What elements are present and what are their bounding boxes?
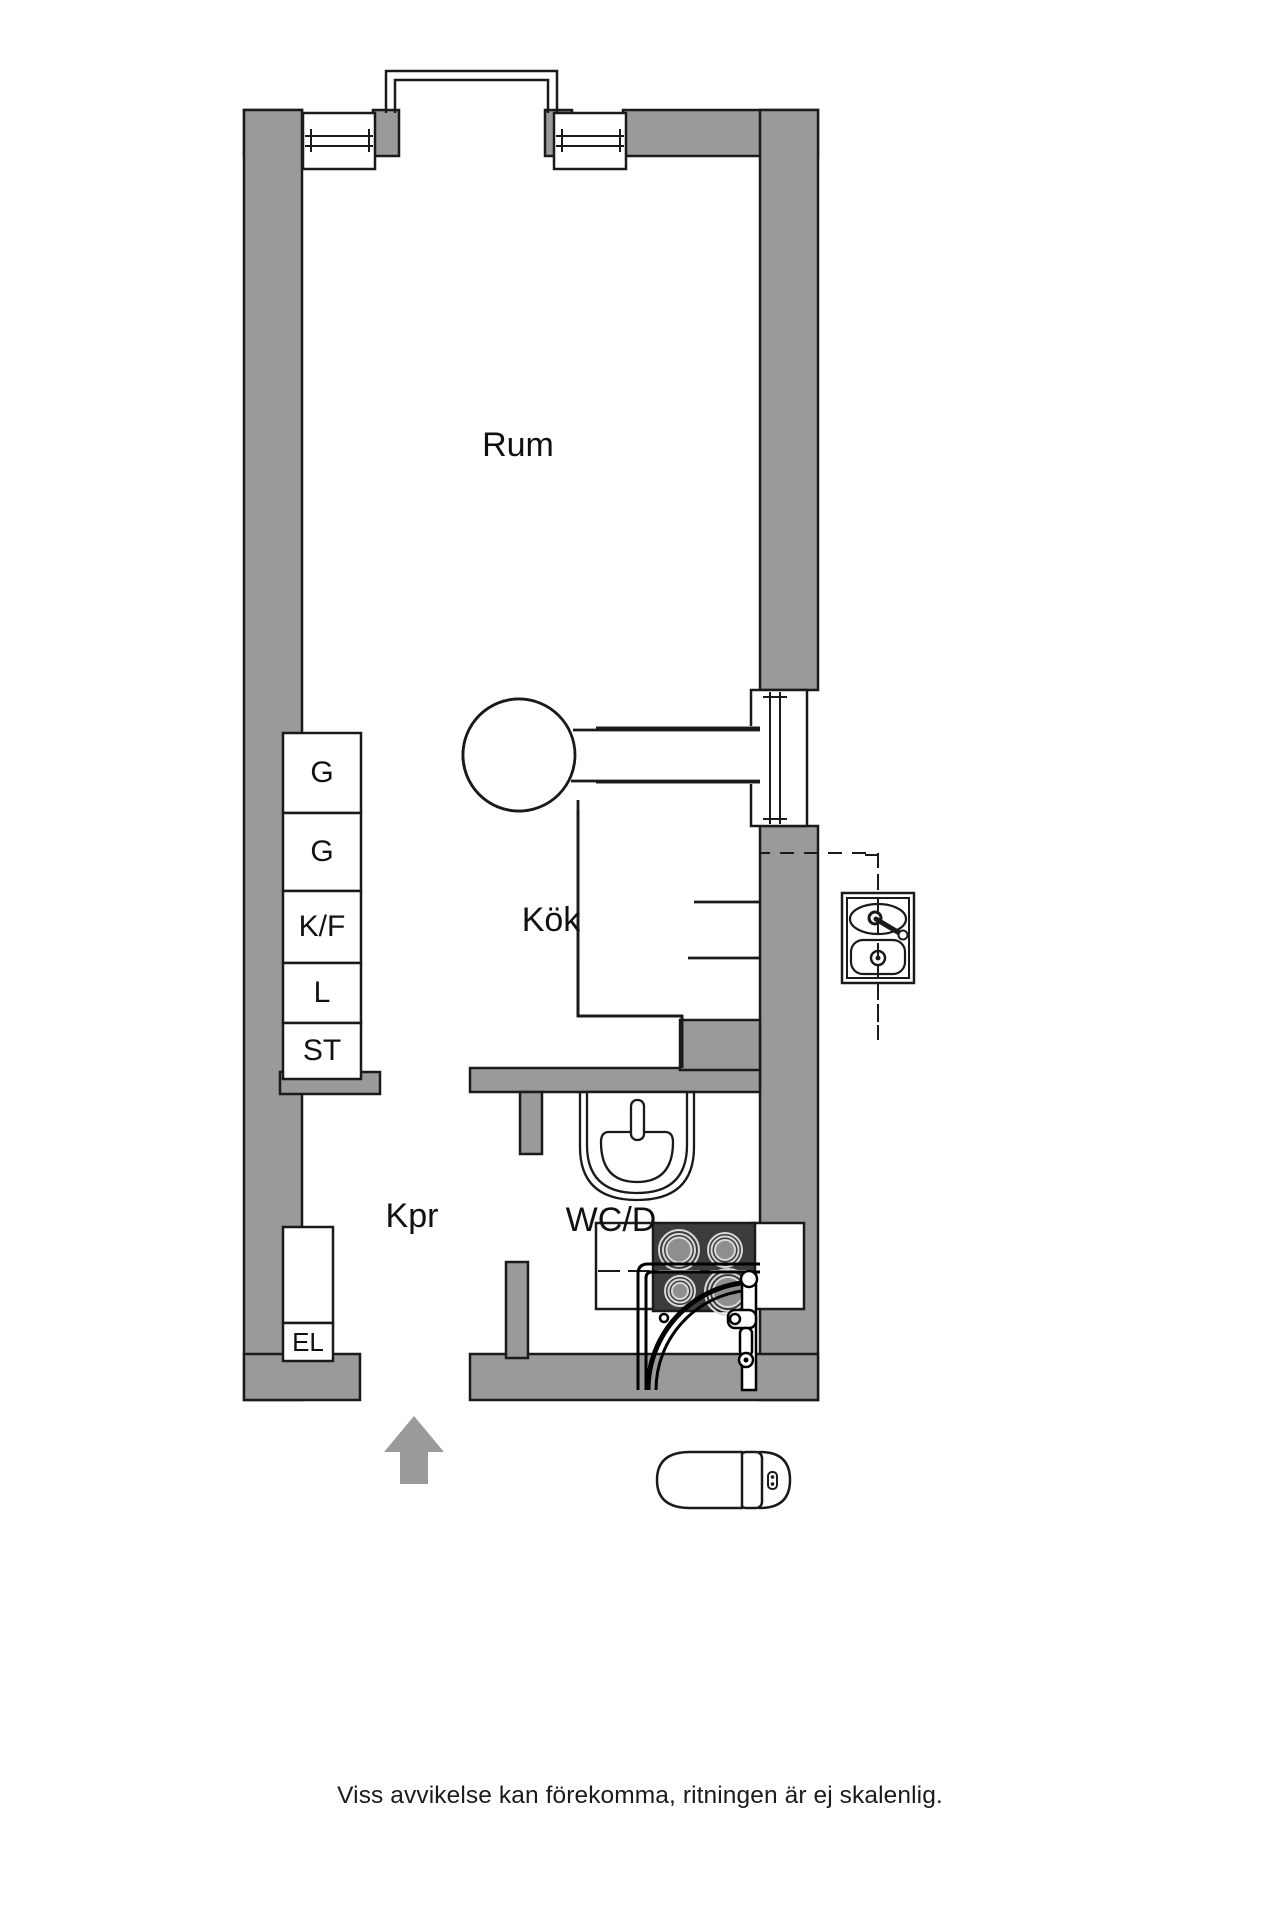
cabinet-label-g-1: G — [310, 756, 333, 789]
corner-shower — [636, 1262, 760, 1392]
wall-bottom-right — [468, 1352, 820, 1402]
room-label-rum: Rum — [482, 426, 554, 464]
room-label-kpr: Kpr — [386, 1197, 439, 1235]
toilet — [655, 1450, 792, 1510]
balcony-projection — [384, 69, 559, 113]
window-left — [301, 111, 377, 171]
cabinet-st — [281, 1021, 363, 1081]
cabinet-label-st: ST — [303, 1034, 341, 1067]
burner-bottom-left — [664, 1275, 696, 1307]
entrance-direction-arrow — [384, 1416, 444, 1484]
disclaimer-text: Viss avvikelse kan förekomma, ritningen … — [337, 1782, 943, 1809]
cabinet-g-2 — [281, 811, 363, 893]
cabinet-l — [281, 961, 363, 1025]
room-label-kok: Kök — [522, 901, 582, 939]
wall-interior-kitchen-bottom — [468, 1066, 762, 1094]
cabinet-kf — [281, 889, 363, 965]
cooktop-4-burner — [594, 1221, 806, 1316]
wall-interior-kpr-wc — [504, 1260, 530, 1360]
electrical-cabinet — [281, 1225, 335, 1363]
cabinet-label-g-2: G — [310, 835, 333, 868]
window-right — [552, 111, 628, 171]
wall-group — [242, 108, 820, 1402]
burner-top-right — [707, 1232, 743, 1268]
wall-right-notch — [678, 1018, 762, 1072]
washbasin — [578, 1090, 696, 1202]
wall-stub-washbasin — [518, 1090, 544, 1156]
kitchen-cabinet-column — [281, 731, 363, 1081]
wall-right-upper — [758, 108, 820, 692]
wall-right-lower — [758, 824, 820, 1402]
counter-dashed-guide — [858, 854, 879, 1040]
room-label-wcd: WC/D — [566, 1201, 657, 1239]
electrical-cabinet-label: EL — [292, 1327, 324, 1357]
cabinet-label-l: L — [314, 976, 331, 1009]
cabinet-label-kf: K/F — [299, 910, 346, 943]
wall-pier-left — [371, 108, 401, 158]
